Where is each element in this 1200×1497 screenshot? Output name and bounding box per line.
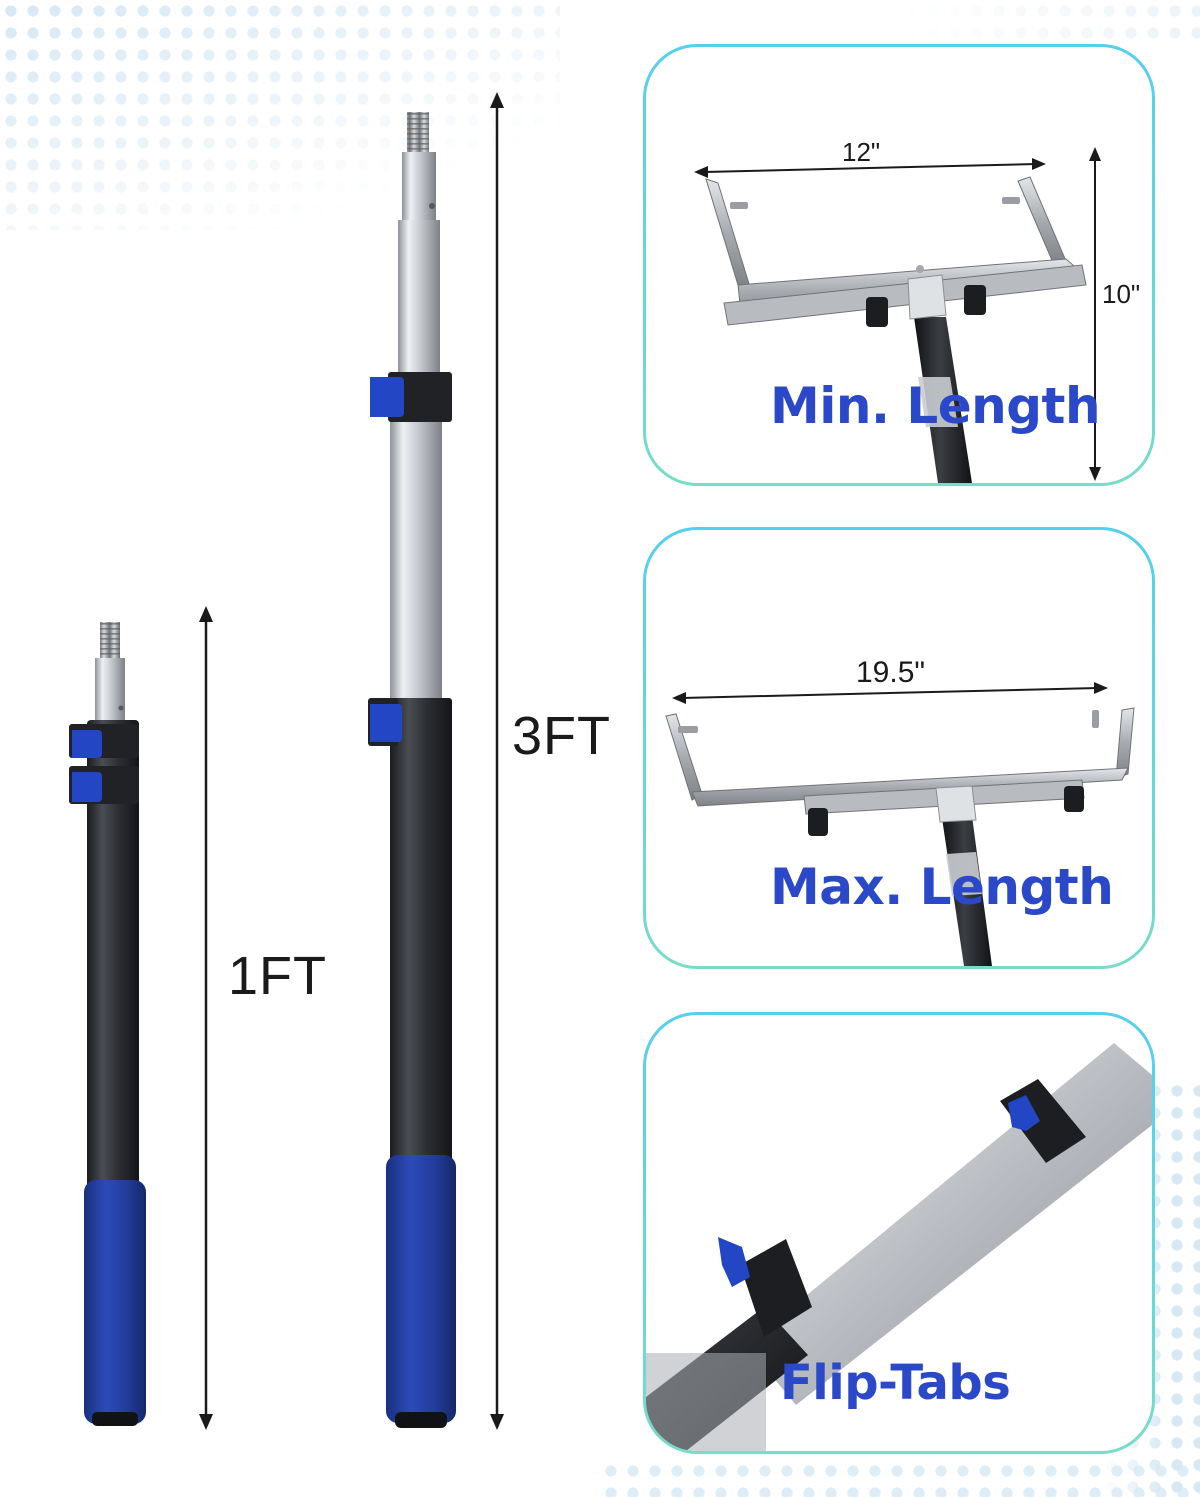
width-dimension-arrow [694, 158, 1046, 178]
width-dimension-arrow [672, 682, 1108, 704]
short-pole-blue-grip [84, 1180, 146, 1424]
short-pole [69, 622, 146, 1426]
height-dimension-label: 10" [1102, 279, 1141, 309]
min-length-caption: Min. Length [770, 377, 1101, 435]
long-pole-tip-section [402, 152, 436, 222]
long-pole-black-section [390, 698, 452, 1168]
short-pole-length-label: 1FT [228, 946, 328, 1006]
open-flip-tab-icon [718, 1237, 750, 1287]
dot-pattern-top-right [900, 0, 1200, 45]
roller-frame-min-illustration [694, 147, 1101, 483]
short-pole-thread [100, 622, 120, 660]
max-length-caption: Max. Length [770, 858, 1114, 916]
long-pole-silver-section-upper [398, 220, 440, 380]
max-length-panel: 19.5" Max. Length [643, 527, 1155, 969]
long-pole-thread [407, 112, 429, 156]
flip-tabs-panel: Flip-Tabs [643, 1012, 1155, 1454]
min-length-panel: 12" 10" Min. Length [643, 44, 1155, 486]
long-pole [368, 112, 456, 1428]
extension-poles-illustration [69, 92, 504, 1430]
width-dimension-label: 19.5" [856, 656, 926, 689]
flip-tabs-closeup-illustration [646, 1043, 1152, 1451]
long-pole-blue-grip [386, 1155, 456, 1423]
flip-tabs-caption: Flip-Tabs [780, 1355, 1011, 1411]
long-pole-flip-tab-icon [370, 704, 402, 742]
roller-frame-max-illustration [665, 682, 1135, 966]
short-pole-dimension-arrow [199, 606, 213, 1430]
long-pole-length-label: 3FT [512, 706, 612, 766]
short-pole-flip-tab-icon [72, 772, 102, 802]
short-pole-silver-section [95, 658, 125, 724]
short-pole-flip-tab-icon [72, 730, 102, 758]
dot-pattern-bottom [600, 1460, 1200, 1497]
short-pole-black-section [87, 720, 139, 1190]
height-dimension-arrow [1089, 147, 1101, 481]
long-pole-silver-section-middle [390, 375, 442, 705]
width-dimension-label: 12" [842, 137, 881, 167]
long-pole-flip-tab-icon [370, 377, 404, 417]
closed-flip-tab-icon [1008, 1095, 1040, 1131]
long-pole-dimension-arrow [490, 92, 504, 1430]
